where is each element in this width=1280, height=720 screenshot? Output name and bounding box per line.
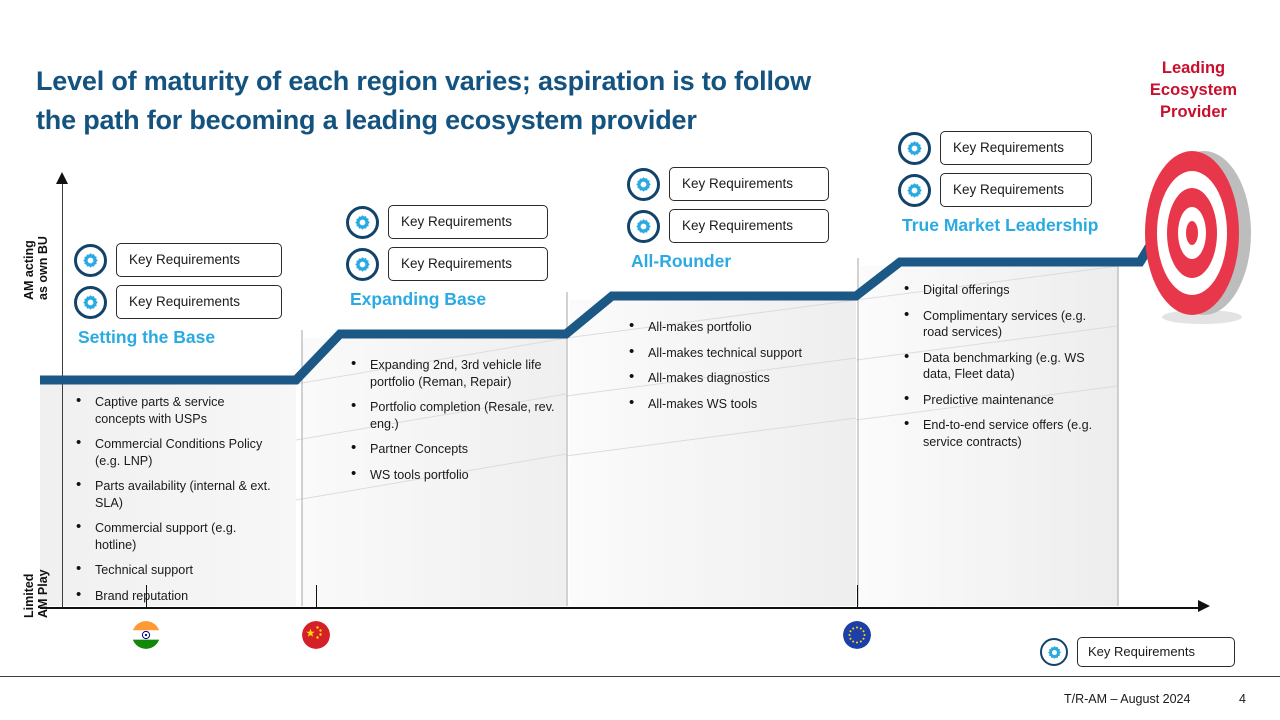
key-requirement-row[interactable]: Key Requirements — [898, 131, 1098, 165]
flag-india-icon — [132, 621, 160, 649]
key-requirements-box[interactable]: Key Requirements — [669, 209, 829, 243]
list-item: All-makes diagnostics — [625, 369, 850, 387]
list-item: Expanding 2nd, 3rd vehicle life portfoli… — [347, 356, 562, 390]
region-tick-europe — [857, 585, 859, 607]
key-requirements-box[interactable]: Key Requirements — [940, 173, 1092, 207]
list-item: All-makes technical support — [625, 344, 850, 362]
gear-icon — [898, 173, 931, 207]
key-requirement-row[interactable]: Key Requirements — [346, 247, 548, 281]
legend-key-requirements[interactable]: Key Requirements — [1040, 637, 1235, 667]
gear-icon — [346, 205, 379, 239]
region-tick-india — [146, 585, 148, 607]
list-item: All-makes WS tools — [625, 395, 850, 413]
gear-icon — [74, 243, 107, 277]
bullet-list-expanding-base: Expanding 2nd, 3rd vehicle life portfoli… — [347, 356, 562, 492]
list-item: All-makes portfolio — [625, 318, 850, 336]
flag-china-icon — [302, 621, 330, 649]
legend-label-box[interactable]: Key Requirements — [1077, 637, 1235, 667]
x-axis-arrow — [1198, 600, 1210, 612]
key-requirements-box[interactable]: Key Requirements — [116, 285, 282, 319]
list-item: WS tools portfolio — [347, 466, 562, 484]
stage-setting-the-base: Key Requirements Key Requirements Settin… — [74, 243, 282, 348]
footer-divider — [0, 676, 1280, 678]
key-requirements-box[interactable]: Key Requirements — [116, 243, 282, 277]
key-requirement-row[interactable]: Key Requirements — [627, 167, 829, 201]
footer-date: T/R-AM – August 2024 — [1064, 692, 1191, 706]
bullet-list-true-market-leadership: Digital offerings Complimentary services… — [900, 281, 1110, 459]
key-requirements-box[interactable]: Key Requirements — [940, 131, 1092, 165]
key-requirements-box[interactable]: Key Requirements — [388, 205, 548, 239]
key-requirements-box[interactable]: Key Requirements — [669, 167, 829, 201]
list-item: Digital offerings — [900, 281, 1110, 299]
stage-title-true-market-leadership: True Market Leadership — [902, 215, 1099, 235]
list-item: Commercial Conditions Policy (e.g. LNP) — [72, 435, 277, 469]
goal-label: Leading Ecosystem Provider — [1149, 59, 1238, 121]
list-item: Parts availability (internal & ext. SLA) — [72, 477, 277, 511]
key-requirements-box[interactable]: Key Requirements — [388, 247, 548, 281]
list-item: Complimentary services (e.g. road servic… — [900, 307, 1110, 341]
list-item: Partner Concepts — [347, 440, 562, 458]
list-item: End-to-end service offers (e.g. service … — [900, 416, 1110, 450]
stage-title-all-rounder: All-Rounder — [631, 251, 732, 271]
gear-icon — [74, 285, 107, 319]
gear-icon — [627, 209, 660, 243]
stage-true-market-leadership: Key Requirements Key Requirements True M… — [898, 131, 1098, 236]
gear-icon — [1040, 638, 1068, 666]
gear-icon — [346, 247, 379, 281]
list-item: Brand reputation — [72, 587, 277, 605]
region-tick-china — [316, 585, 318, 607]
stage-title-setting-the-base: Setting the Base — [78, 327, 216, 347]
list-item: Data benchmarking (e.g. WS data, Fleet d… — [900, 349, 1110, 383]
list-item: Commercial support (e.g. hotline) — [72, 519, 277, 553]
y-axis-arrow — [56, 172, 68, 184]
y-axis-bottom-label: Limited AM Play — [22, 569, 50, 618]
stage-title-expanding-base: Expanding Base — [350, 289, 487, 309]
x-axis-line — [40, 607, 1200, 609]
list-item: Predictive maintenance — [900, 391, 1110, 409]
gear-icon — [627, 167, 660, 201]
list-item: Technical support — [72, 561, 277, 579]
flag-eu-icon — [843, 621, 871, 649]
key-requirement-row[interactable]: Key Requirements — [346, 205, 548, 239]
y-axis-line — [62, 182, 63, 608]
key-requirement-row[interactable]: Key Requirements — [627, 209, 829, 243]
stage-all-rounder: Key Requirements Key Requirements All-Ro… — [627, 167, 829, 272]
key-requirement-row[interactable]: Key Requirements — [74, 243, 282, 277]
key-requirement-row[interactable]: Key Requirements — [898, 173, 1098, 207]
key-requirement-row[interactable]: Key Requirements — [74, 285, 282, 319]
gear-icon — [898, 131, 931, 165]
bullseye-target-icon — [1145, 151, 1251, 324]
footer-page-number: 4 — [1239, 692, 1246, 706]
list-item: Captive parts & service concepts with US… — [72, 393, 277, 427]
page-title: Level of maturity of each region varies;… — [36, 66, 811, 135]
y-axis-top-label: AM acting as own BU — [22, 236, 50, 300]
list-item: Portfolio completion (Resale, rev. eng.) — [347, 398, 562, 432]
bullet-list-setting-the-base: Captive parts & service concepts with US… — [72, 393, 277, 613]
bullet-list-all-rounder: All-makes portfolio All-makes technical … — [625, 318, 850, 421]
stage-expanding-base: Key Requirements Key Requirements Expand… — [346, 205, 548, 310]
